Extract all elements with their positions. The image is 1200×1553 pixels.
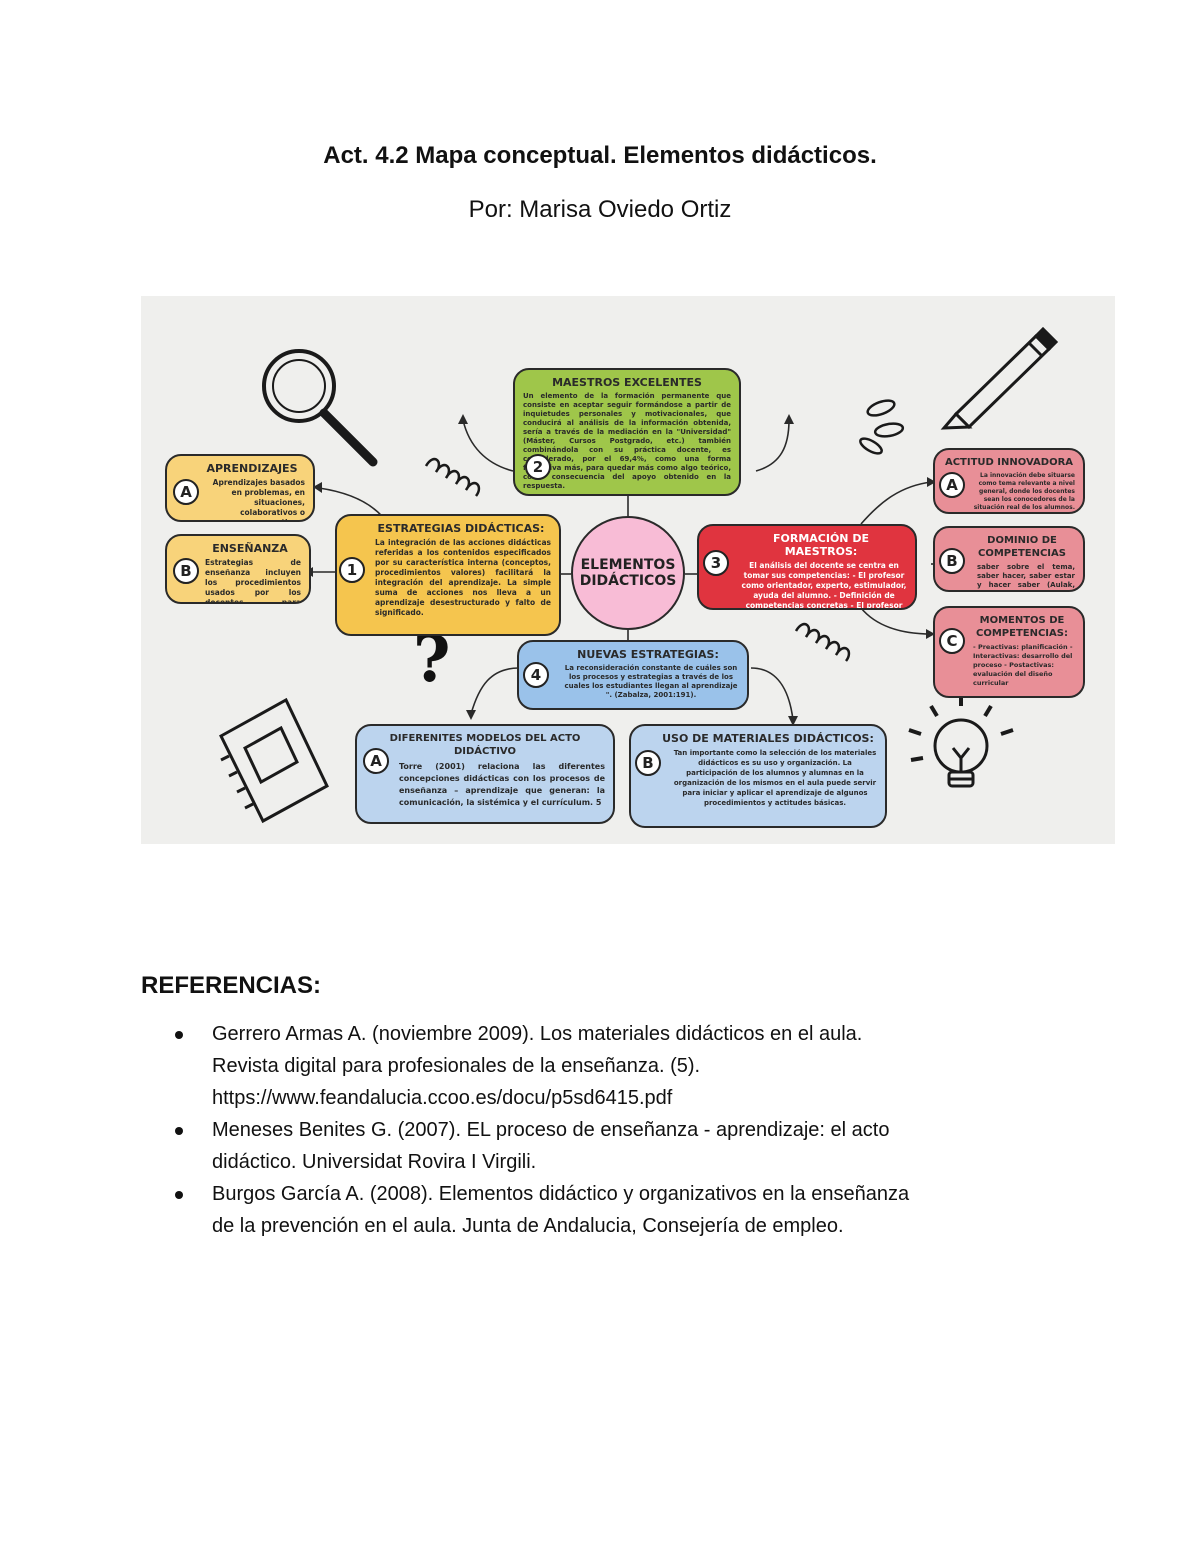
node-text: Tan importante como la selección de los … [673,749,877,807]
pencil-icon [940,326,1059,430]
node-title: FORMACIÓN DE MAESTROS: [773,532,869,558]
connector-lines [219,326,1059,824]
badge: A [173,479,199,505]
lightbulb-icon [908,694,1014,788]
node-title: NUEVAS ESTRATEGIAS: [577,648,719,661]
reference-line: Burgos García A. (2008). Elementos didác… [212,1183,910,1205]
reference-item: Gerrero Armas A. (noviembre 2009). Los m… [141,1018,1091,1114]
node-text: Torre (2001) relaciona las diferentes co… [399,762,605,807]
node-materiales: USO DE MATERIALES DIDÁCTICOS: Tan import… [629,724,887,828]
reference-line: Gerrero Armas A. (noviembre 2009). Los m… [212,1023,863,1045]
reference-item: Meneses Benites G. (2007). EL proceso de… [141,1114,1091,1178]
bullet-icon [175,1191,183,1199]
node-maestros: MAESTROS EXCELENTES Un elemento de la fo… [513,368,741,496]
reference-line: didáctico. Universidat Rovira I Virgili. [212,1151,537,1173]
spring-doodle-icon [424,457,851,662]
badge: 2 [525,454,551,480]
center-node: ELEMENTOS DIDÁCTICOS [571,516,685,630]
badge: C [939,628,965,654]
node-title: MAESTROS EXCELENTES [552,376,702,389]
badge: 3 [703,550,729,576]
node-estrategias: ESTRATEGIAS DIDÁCTICAS: La integración d… [335,514,561,636]
node-title: ENSEÑANZA [212,542,288,555]
node-title: MOMENTOS DE COMPETENCIAS: [976,615,1068,639]
node-text: Estrategias de enseñanza incluyen los pr… [205,558,301,604]
bullet-icon [175,1127,183,1135]
reference-link[interactable]: https://www.feandalucia.ccoo.es/docu/p5s… [212,1087,673,1109]
badge: 1 [339,557,365,583]
node-title: ESTRATEGIAS DIDÁCTICAS: [377,522,545,535]
document-author: Por: Marisa Oviedo Ortiz [468,196,732,223]
badge: A [939,472,965,498]
node-modelos: DIFERENITES MODELOS DEL ACTO DIDÁCTIVO T… [355,724,615,824]
references-list: Gerrero Armas A. (noviembre 2009). Los m… [141,1018,1091,1242]
node-title: USO DE MATERIALES DIDÁCTICOS: [662,732,874,745]
references-title: REFERENCIAS: [141,972,322,999]
badge: 4 [523,662,549,688]
node-title: APRENDIZAJES [206,462,298,475]
badge: B [635,750,661,776]
document-title: Act. 4.2 Mapa conceptual. Elementos didá… [323,142,877,169]
reference-line: de la prevención en el aula. Junta de An… [212,1215,844,1237]
node-text: Aprendizajes basados en problemas, en si… [212,478,305,520]
node-text: La integración de las acciones didáctica… [375,538,551,617]
drops-doodle-icon [859,399,905,455]
node-nuevas: NUEVAS ESTRATEGIAS: La reconsideración c… [517,640,749,710]
node-title: ACTITUD INNOVADORA [944,457,1074,468]
node-text: El análisis del docente se centra en tom… [741,561,907,610]
node-text: - Preactivas: planificación - Interactiv… [973,643,1073,687]
concept-map: ? ELEMENTOS DIDÁCTICOS ESTRATEGIAS DIDÁC… [141,296,1115,844]
node-text: Un elemento de la formación permanente q… [523,392,731,490]
reference-line: Revista digital para profesionales de la… [212,1055,701,1077]
node-formacion: FORMACIÓN DE MAESTROS: El análisis del d… [697,524,917,610]
badge: B [939,548,965,574]
bullet-icon [175,1031,183,1039]
node-title: DOMINIO DE COMPETENCIAS [978,535,1066,559]
notebook-icon [219,697,329,824]
reference-line: Meneses Benites G. (2007). EL proceso de… [212,1119,890,1141]
node-text: saber sobre el tema, saber hacer, saber … [977,563,1075,589]
node-text: La reconsideración constante de cuáles s… [564,664,738,699]
node-title: DIFERENITES MODELOS DEL ACTO DIDÁCTIVO [389,733,581,757]
badge: B [173,558,199,584]
node-text: La innovación debe situarse como tema re… [973,472,1075,511]
node-dominio: DOMINIO DE COMPETENCIAS saber sobre el t… [933,526,1085,592]
badge: A [363,748,389,774]
node-ensenanza: ENSEÑANZA Estrategias de enseñanza inclu… [165,534,311,604]
magnifying-glass-icon [262,349,378,467]
reference-item: Burgos García A. (2008). Elementos didác… [141,1178,1091,1242]
